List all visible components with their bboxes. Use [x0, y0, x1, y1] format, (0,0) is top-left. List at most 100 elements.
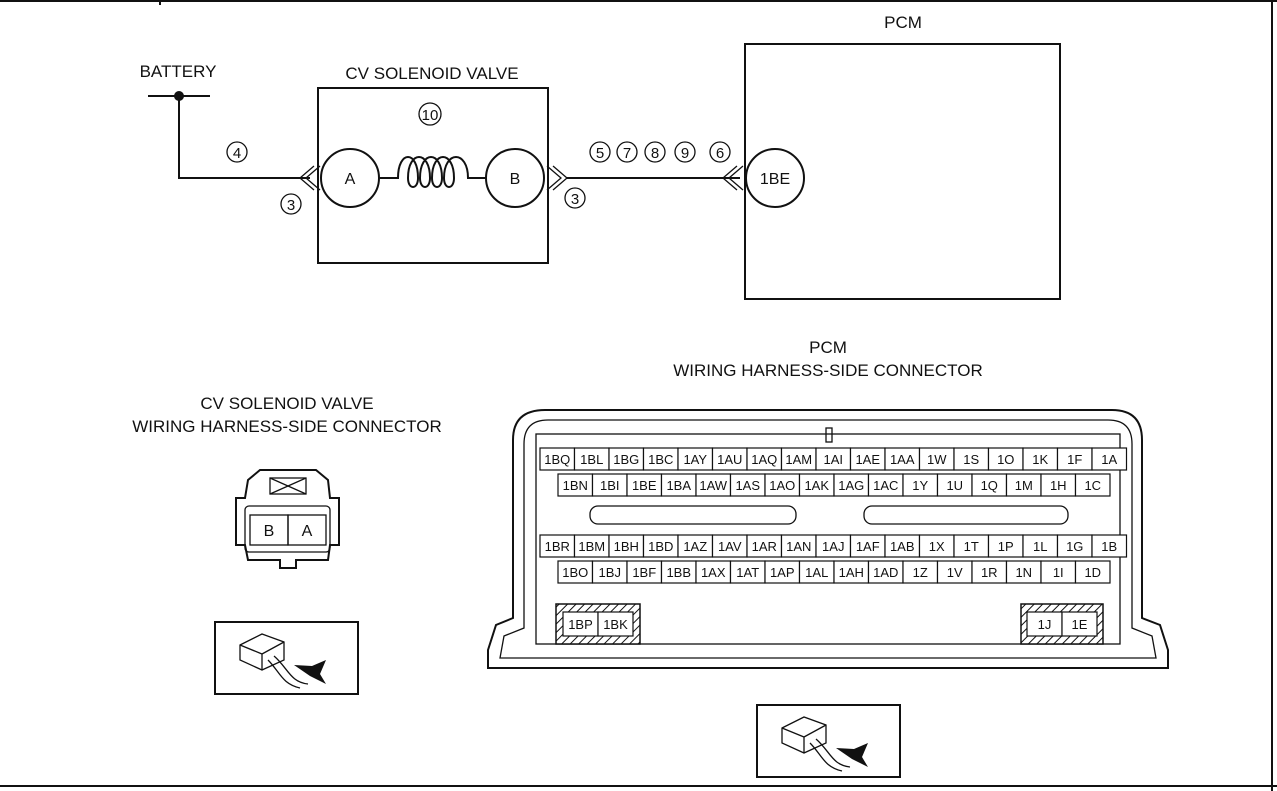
pcm-pin-1aw: 1AW	[695, 473, 732, 497]
pcm-pin-1aq: 1AQ	[746, 447, 783, 471]
connector-arrow-valve-a	[299, 165, 321, 191]
pcm-pin-1v: 1V	[936, 560, 973, 584]
svg-text:1AU: 1AU	[717, 452, 742, 467]
terminal-b: B	[485, 148, 545, 208]
svg-text:1AO: 1AO	[769, 478, 795, 493]
svg-text:1Z: 1Z	[913, 565, 928, 580]
svg-text:A: A	[302, 523, 313, 540]
pcm-pin-1w: 1W	[918, 447, 955, 471]
pcm-pin-1s: 1S	[953, 447, 990, 471]
svg-text:10: 10	[422, 107, 439, 124]
svg-text:1AD: 1AD	[873, 565, 898, 580]
pcm-pin-1t: 1T	[953, 534, 990, 558]
svg-text:1B: 1B	[1101, 539, 1117, 554]
svg-text:1G: 1G	[1066, 539, 1083, 554]
pcm-pin-1r: 1R	[971, 560, 1008, 584]
pcm-pin-1bn: 1BN	[557, 473, 594, 497]
svg-text:1O: 1O	[997, 452, 1014, 467]
pcm-pin-1av: 1AV	[711, 534, 748, 558]
solenoid-coil	[379, 156, 486, 188]
svg-text:7: 7	[623, 145, 631, 162]
svg-text:1Q: 1Q	[981, 478, 998, 493]
pcm-pin-1bb: 1BB	[660, 560, 697, 584]
svg-text:1N: 1N	[1015, 565, 1032, 580]
pcm-pin-1m: 1M	[1005, 473, 1042, 497]
valve-pin-a: A	[287, 514, 327, 546]
pcm-pin-1bp: 1BP	[562, 611, 599, 637]
pcm-pin-1y: 1Y	[902, 473, 939, 497]
connector-arrow-valve-b	[546, 165, 568, 191]
valve-box	[317, 87, 549, 264]
svg-text:1AJ: 1AJ	[822, 539, 844, 554]
svg-text:1AP: 1AP	[770, 565, 795, 580]
svg-text:3: 3	[287, 197, 295, 214]
svg-text:1BQ: 1BQ	[544, 452, 570, 467]
svg-text:1M: 1M	[1015, 478, 1033, 493]
svg-text:1AG: 1AG	[838, 478, 864, 493]
svg-text:1BG: 1BG	[613, 452, 639, 467]
pcm-pin-1at: 1AT	[729, 560, 766, 584]
pcm-terminal-1be: 1BE	[745, 148, 805, 208]
svg-text:1BE: 1BE	[760, 171, 790, 188]
pcm-pin-1bl: 1BL	[573, 447, 610, 471]
battery-wire	[178, 96, 310, 179]
svg-text:1BI: 1BI	[600, 478, 620, 493]
pcm-pin-1ae: 1AE	[849, 447, 886, 471]
svg-text:1AR: 1AR	[752, 539, 777, 554]
pcm-pin-1e: 1E	[1061, 611, 1098, 637]
pcm-pin-1be: 1BE	[626, 473, 663, 497]
pcm-pin-1bi: 1BI	[591, 473, 628, 497]
pcm-pin-1bg: 1BG	[608, 447, 645, 471]
svg-text:1U: 1U	[946, 478, 963, 493]
svg-text:1AM: 1AM	[785, 452, 812, 467]
svg-text:1BA: 1BA	[666, 478, 691, 493]
svg-text:1BM: 1BM	[578, 539, 605, 554]
step-6-marker: 6	[709, 141, 731, 163]
pcm-pin-1ba: 1BA	[660, 473, 697, 497]
svg-text:1Y: 1Y	[912, 478, 928, 493]
svg-text:1BO: 1BO	[562, 565, 588, 580]
svg-text:1AW: 1AW	[699, 478, 727, 493]
svg-text:1R: 1R	[981, 565, 998, 580]
pcm-pin-1q: 1Q	[971, 473, 1008, 497]
pcm-pin-1au: 1AU	[711, 447, 748, 471]
svg-text:1AF: 1AF	[856, 539, 880, 554]
pcm-pin-1bo: 1BO	[557, 560, 594, 584]
pcm-pin-1bk: 1BK	[597, 611, 634, 637]
pcm-pin-1k: 1K	[1022, 447, 1059, 471]
svg-text:1AC: 1AC	[873, 478, 898, 493]
svg-text:1P: 1P	[998, 539, 1014, 554]
pcm-connector-title-2: WIRING HARNESS-SIDE CONNECTOR	[673, 361, 983, 380]
pcm-pin-1p: 1P	[987, 534, 1024, 558]
svg-text:1AV: 1AV	[718, 539, 742, 554]
valve-connector-shape	[235, 469, 340, 569]
svg-text:1BE: 1BE	[632, 478, 657, 493]
pcm-pin-1i: 1I	[1040, 560, 1077, 584]
pcm-pin-1an: 1AN	[780, 534, 817, 558]
pcm-pin-1u: 1U	[936, 473, 973, 497]
pcm-box	[744, 43, 1061, 300]
pcm-pin-1ay: 1AY	[677, 447, 714, 471]
connector-arrow-pcm	[722, 165, 744, 191]
pcm-pin-1am: 1AM	[780, 447, 817, 471]
svg-text:1AA: 1AA	[890, 452, 915, 467]
pcm-pin-1o: 1O	[987, 447, 1024, 471]
svg-text:1AQ: 1AQ	[751, 452, 777, 467]
svg-text:1BJ: 1BJ	[599, 565, 621, 580]
svg-text:1AN: 1AN	[786, 539, 811, 554]
svg-text:1D: 1D	[1084, 565, 1101, 580]
svg-text:1AL: 1AL	[805, 565, 828, 580]
svg-text:1J: 1J	[1038, 617, 1052, 632]
pcm-pin-1bd: 1BD	[642, 534, 679, 558]
svg-text:1W: 1W	[927, 452, 947, 467]
pcm-pin-1bh: 1BH	[608, 534, 645, 558]
pcm-pin-1bj: 1BJ	[591, 560, 628, 584]
pcm-pin-1bm: 1BM	[573, 534, 610, 558]
step-10-marker: 10	[418, 102, 442, 126]
pcm-pin-1ac: 1AC	[867, 473, 904, 497]
svg-text:1AZ: 1AZ	[683, 539, 707, 554]
pcm-pin-1ag: 1AG	[833, 473, 870, 497]
pcm-pin-1aj: 1AJ	[815, 534, 852, 558]
svg-text:1V: 1V	[947, 565, 963, 580]
